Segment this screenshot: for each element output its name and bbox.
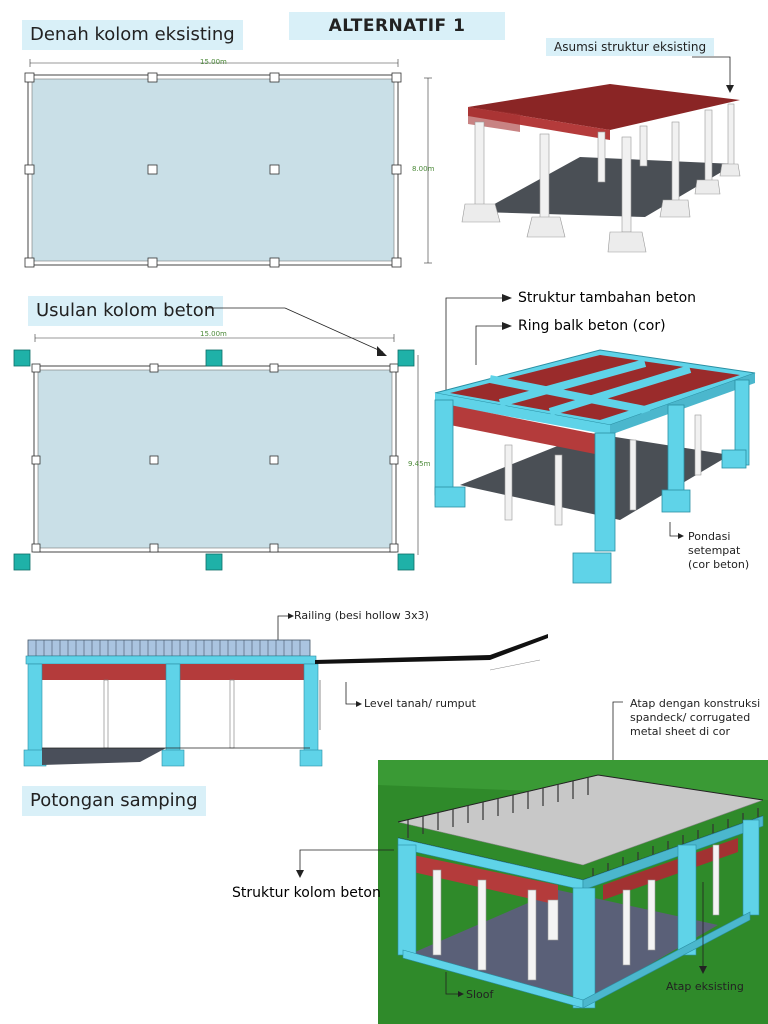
column-marker [24, 164, 35, 175]
column-marker [391, 257, 402, 268]
column-marker [269, 257, 280, 268]
existing-structure-3d [461, 84, 741, 253]
section-label-plan-existing: Denah kolom eksisting [22, 20, 243, 50]
plan-existing-diagram [24, 59, 432, 268]
leader-atap-eksisting [699, 882, 707, 974]
new-column-marker [397, 553, 415, 571]
annotation-railing: Railing (besi hollow 3x3) [294, 609, 429, 622]
new-column-marker [205, 553, 223, 571]
column-marker [269, 164, 280, 175]
annotation-ring-balk: Ring balk beton (cor) [518, 318, 666, 334]
annotation-struktur-tambahan: Struktur tambahan beton [518, 290, 697, 306]
leader-asumsi [692, 56, 734, 93]
dimension-proposed-depth: 9.45m [408, 460, 431, 468]
annotation-atap-line2: spandeck/ corrugated [630, 711, 751, 724]
column-marker [147, 257, 158, 268]
leader-proposed [445, 294, 512, 405]
section-label-plan-proposed: Usulan kolom beton [28, 296, 224, 326]
dimension-existing-depth: 8.00m [412, 165, 435, 173]
annotation-pondasi-line2: setempat [688, 544, 741, 557]
new-column-marker [13, 349, 31, 367]
plan-proposed-diagram [13, 334, 419, 571]
annotation-atap-line3: metal sheet di cor [630, 725, 730, 738]
column-marker [391, 164, 402, 175]
side-section-drawing [23, 634, 548, 767]
leader-pondasi [669, 522, 684, 539]
page-title: ALTERNATIF 1 [289, 12, 505, 40]
new-column-marker [397, 349, 415, 367]
annotation-atap-line1: Atap dengan konstruksi [630, 697, 761, 710]
annotation-asumsi: Asumsi struktur eksisting [546, 38, 715, 56]
column-marker [24, 72, 35, 83]
column-marker [391, 72, 402, 83]
leader-railing [277, 613, 294, 642]
dimension-proposed-width: 15.00m [200, 330, 227, 338]
annotation-atap: Atap dengan konstruksi spandeck/ corruga… [630, 697, 760, 739]
leader-level-tanah [345, 682, 362, 707]
leader-struktur-kolom [296, 849, 394, 878]
final-structure-render [378, 760, 768, 1024]
annotation-struktur-kolom: Struktur kolom beton [232, 885, 381, 901]
leader-usulan [207, 307, 387, 356]
annotation-level-tanah: Level tanah/ rumput [364, 697, 476, 710]
annotation-sloof: Sloof [466, 988, 494, 1001]
annotation-pondasi-line3: (cor beton) [688, 558, 750, 571]
dimension-existing-width: 15.00m [200, 58, 227, 66]
column-marker [147, 164, 158, 175]
annotation-pondasi: Pondasi setempat (cor beton) [688, 530, 749, 572]
column-marker [147, 72, 158, 83]
leader-sloof [445, 972, 464, 997]
section-label-side-section: Potongan samping [22, 786, 206, 816]
new-column-marker [205, 349, 223, 367]
column-marker [24, 257, 35, 268]
column-marker [269, 72, 280, 83]
annotation-pondasi-line1: Pondasi [688, 530, 731, 543]
proposed-structure-3d [434, 349, 756, 584]
new-column-marker [13, 553, 31, 571]
annotation-atap-eksisting: Atap eksisting [666, 980, 744, 993]
